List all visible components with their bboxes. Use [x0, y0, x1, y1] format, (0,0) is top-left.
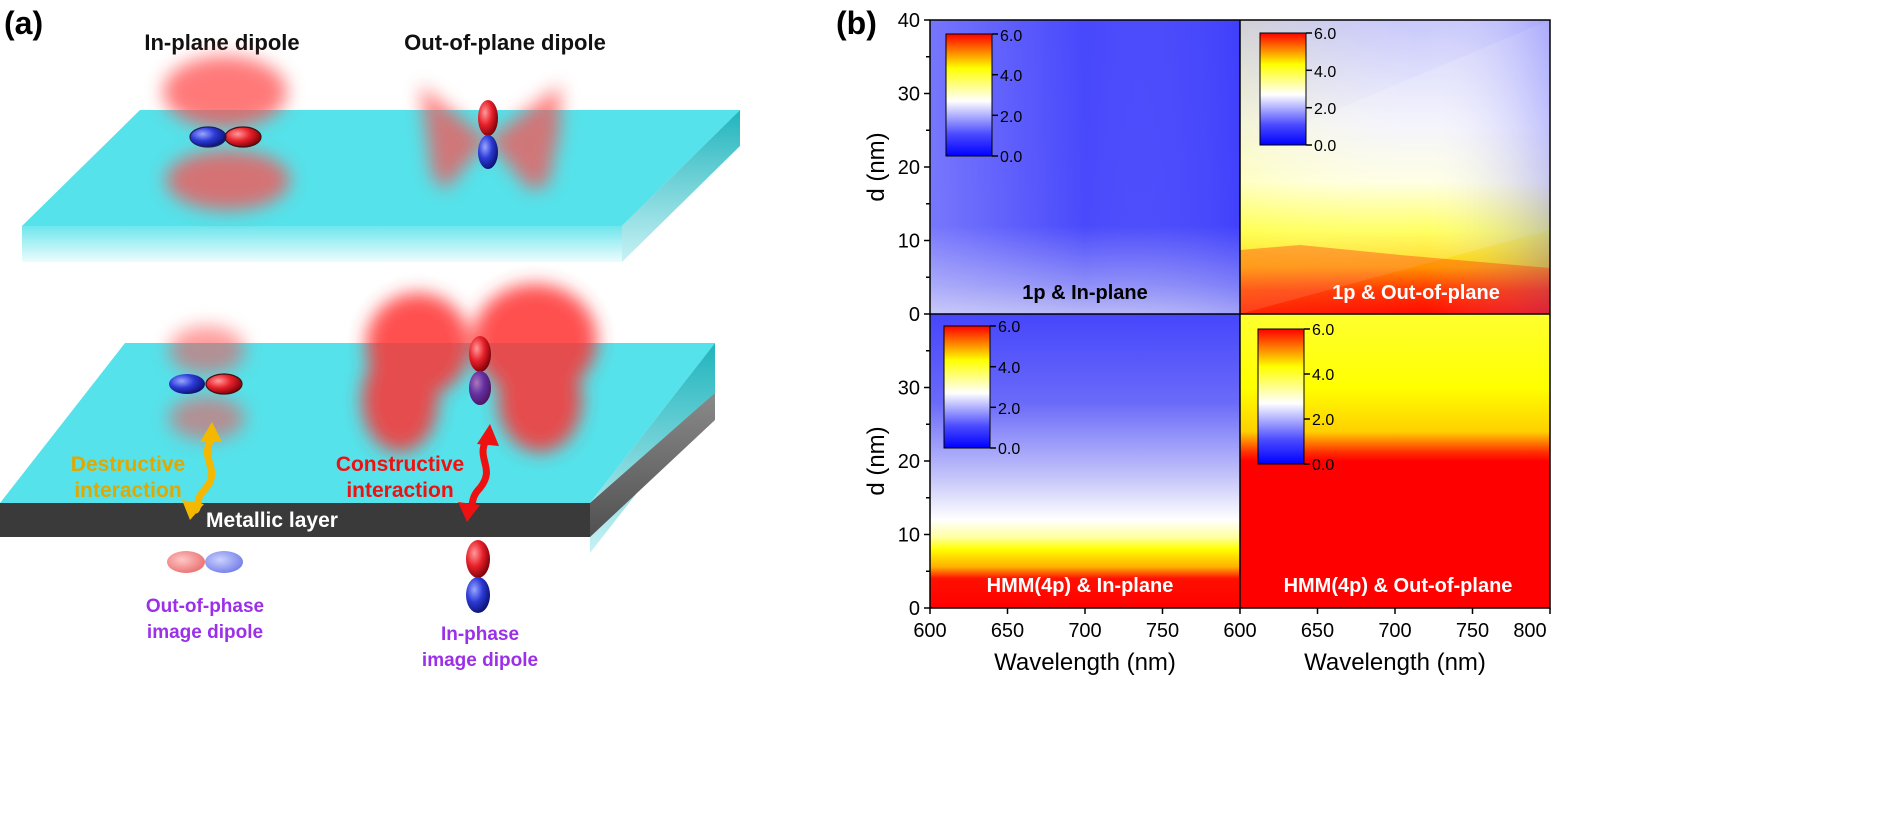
cbar3-tick-6: 6.0: [998, 319, 1020, 336]
xtick-right-600: 600: [1223, 620, 1256, 642]
panel-a: (a) In-plane dipole Out-of-plane dipole: [0, 5, 740, 671]
cbar2-tick-4: 4.0: [1314, 64, 1336, 81]
cbar4-tick-6: 6.0: [1312, 322, 1334, 339]
y-tick-marks: [924, 19, 930, 609]
inplane-title: In-plane dipole: [144, 30, 299, 55]
xlabel-right: Wavelength (nm): [1304, 649, 1486, 676]
upper-slab-side: [622, 110, 740, 262]
heatmap-hmm-outplane: 6.0 4.0 2.0 0.0 HMM(4p) & Out-of-plane: [1240, 314, 1550, 608]
metallic-layer-label: Metallic layer: [206, 509, 338, 532]
cbar1-tick-0: 0.0: [1000, 149, 1022, 166]
lower-outplane-lobes: [362, 284, 597, 452]
lower-outplane-dipole: [469, 336, 491, 405]
ytick-top-0: 0: [909, 304, 920, 326]
outphase-label-2: image dipole: [147, 622, 263, 643]
cbar3-tick-4: 4.0: [998, 360, 1020, 377]
xtick-right-750: 750: [1456, 620, 1489, 642]
ytick-bottom-20: 20: [898, 451, 920, 473]
inphase-label-1: In-phase: [441, 624, 519, 645]
heatmap-3-title: HMM(4p) & In-plane: [987, 575, 1174, 597]
inphase-image-dipole: [466, 540, 490, 613]
panel-a-label: (a): [4, 5, 43, 41]
xtick-left-650: 650: [991, 620, 1024, 642]
xtick-left-600: 600: [913, 620, 946, 642]
cbar2-tick-0: 0.0: [1314, 138, 1336, 155]
metallic-layer-side: [590, 393, 715, 537]
ytick-top-40: 40: [898, 10, 920, 32]
ytick-bottom-30: 30: [898, 378, 920, 400]
xtick-right-650: 650: [1301, 620, 1334, 642]
constructive-arrow: [458, 424, 499, 522]
destructive-label-1: Destructive: [71, 453, 185, 476]
upper-inplane-dipole: [189, 126, 262, 148]
upper-slab: [22, 110, 740, 262]
ylabel-bottom: d (nm): [863, 426, 890, 495]
cbar4-tick-2: 2.0: [1312, 412, 1334, 429]
upper-inplane-lobes: [163, 56, 290, 210]
cbar4-tick-4: 4.0: [1312, 367, 1334, 384]
ytick-top-30: 30: [898, 84, 920, 106]
ylabel-top: d (nm): [863, 132, 890, 201]
xtick-left-700: 700: [1068, 620, 1101, 642]
upper-slab-top: [22, 110, 740, 226]
panel-b: (b) 6.0 4.0 2.0 0.0 1p & In-plane: [836, 5, 1551, 676]
x-tick-marks: [929, 608, 1551, 614]
destructive-label-2: interaction: [74, 479, 181, 502]
xtick-right-700: 700: [1378, 620, 1411, 642]
heatmap-1p-inplane: 6.0 4.0 2.0 0.0 1p & In-plane: [930, 20, 1240, 314]
upper-slab-front: [22, 226, 622, 262]
ytick-top-20: 20: [898, 157, 920, 179]
cbar4-tick-0: 0.0: [1312, 457, 1334, 474]
metallic-layer-front: [0, 503, 590, 537]
lower-inplane-lobes: [169, 326, 245, 440]
upper-outplane-lobes: [420, 85, 560, 190]
heatmap-hmm-inplane: 6.0 4.0 2.0 0.0 HMM(4p) & In-plane: [930, 314, 1240, 608]
cbar2-tick-6: 6.0: [1314, 26, 1336, 43]
cbar3-tick-0: 0.0: [998, 441, 1020, 458]
lower-inplane-dipole: [169, 373, 243, 395]
cbar1-tick-6: 6.0: [1000, 28, 1022, 45]
outphase-label-1: Out-of-phase: [146, 596, 264, 617]
lower-slab: [0, 343, 715, 553]
colorbar-4: [1257, 328, 1305, 465]
xtick-right-800: 800: [1513, 620, 1546, 642]
xtick-left-750: 750: [1146, 620, 1179, 642]
heatmap-1-title: 1p & In-plane: [1022, 282, 1148, 304]
heatmap-2-title: 1p & Out-of-plane: [1332, 282, 1500, 304]
ytick-bottom-0: 0: [909, 598, 920, 620]
cbar3-tick-2: 2.0: [998, 401, 1020, 418]
heatmap-1p-outplane: 6.0 4.0 2.0 0.0 1p & Out-of-plane: [1240, 20, 1550, 314]
upper-outplane-dipole: [478, 100, 498, 169]
colorbar-1: [945, 33, 993, 157]
destructive-arrow: [182, 422, 222, 520]
ytick-top-10: 10: [898, 231, 920, 253]
ytick-bottom-10: 10: [898, 525, 920, 547]
cbar2-tick-2: 2.0: [1314, 101, 1336, 118]
constructive-label-2: interaction: [346, 479, 453, 502]
constructive-label-1: Constructive: [336, 453, 464, 476]
panel-b-label: (b): [836, 5, 877, 41]
cbar1-tick-2: 2.0: [1000, 109, 1022, 126]
inphase-label-2: image dipole: [422, 650, 538, 671]
colorbar-3: [943, 325, 991, 449]
heatmap-4-title: HMM(4p) & Out-of-plane: [1284, 575, 1513, 597]
outplane-title: Out-of-plane dipole: [404, 30, 606, 55]
cbar1-tick-4: 4.0: [1000, 68, 1022, 85]
outphase-image-dipole: [167, 551, 243, 573]
colorbar-2: [1259, 32, 1307, 146]
xlabel-left: Wavelength (nm): [994, 649, 1176, 676]
